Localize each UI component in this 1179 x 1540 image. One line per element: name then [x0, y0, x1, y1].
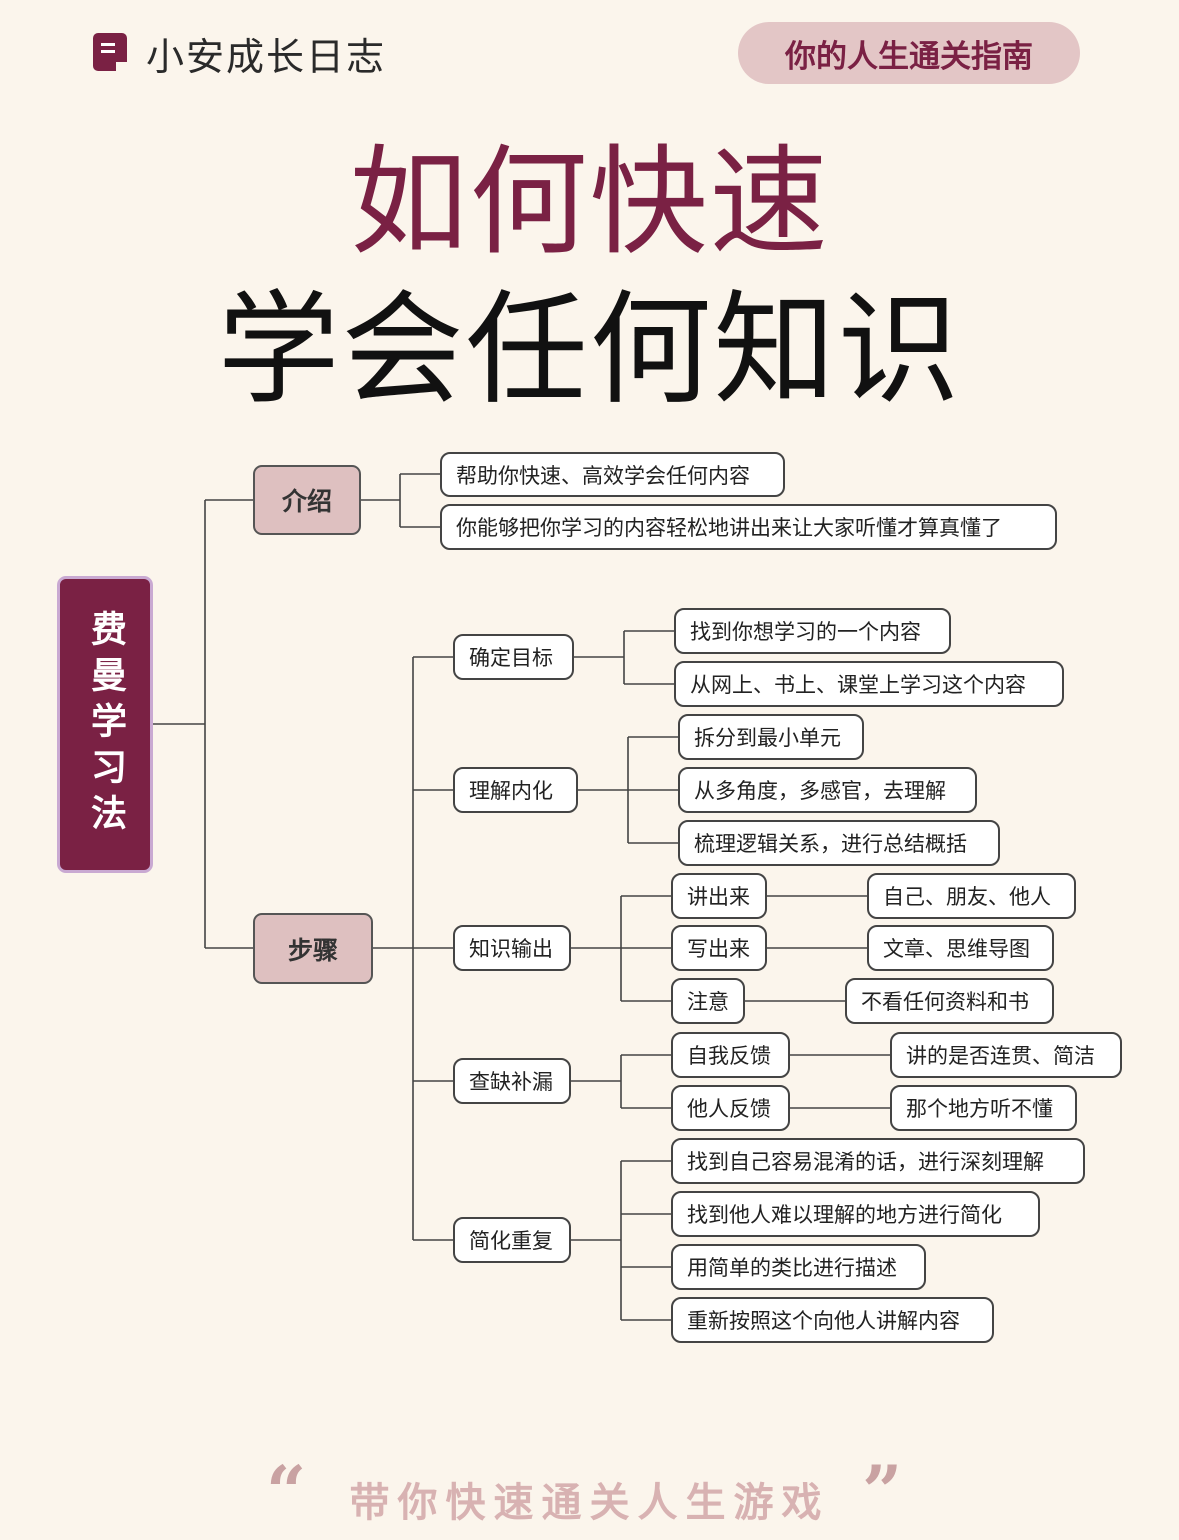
step-detail: 自己、朋友、他人 [867, 873, 1076, 919]
intro-item: 帮助你快速、高效学会任何内容 [440, 452, 785, 497]
step-item: 注意 [671, 978, 745, 1024]
node-intro: 介绍 [253, 465, 361, 535]
close-quote-icon: ” [862, 1450, 903, 1533]
step-detail: 讲的是否连贯、简洁 [890, 1032, 1122, 1078]
step-item: 拆分到最小单元 [678, 714, 864, 760]
brand-name: 小安成长日志 [146, 35, 387, 79]
step-detail: 不看任何资料和书 [845, 978, 1054, 1024]
title-line-1: 如何快速 [349, 133, 830, 271]
step-node-review: 查缺补漏 [453, 1058, 571, 1104]
step-detail: 那个地方听不懂 [890, 1085, 1077, 1131]
step-item: 用简单的类比进行描述 [671, 1244, 926, 1290]
step-item: 找到你想学习的一个内容 [674, 608, 951, 654]
step-node-simplify: 简化重复 [453, 1217, 571, 1263]
open-quote-icon: “ [266, 1450, 307, 1533]
step-item: 他人反馈 [671, 1085, 790, 1131]
intro-item: 你能够把你学习的内容轻松地讲出来让大家听懂才算真懂了 [440, 504, 1057, 550]
step-item: 重新按照这个向他人讲解内容 [671, 1297, 994, 1343]
node-steps: 步骤 [253, 913, 373, 984]
step-item: 找到自己容易混淆的话，进行深刻理解 [671, 1138, 1085, 1184]
step-node-understand: 理解内化 [453, 767, 578, 813]
step-item: 从网上、书上、课堂上学习这个内容 [674, 661, 1064, 707]
title-line-2: 学会任何知识 [217, 279, 962, 421]
step-item: 自我反馈 [671, 1032, 790, 1078]
mindmap-root: 费曼学习法 [57, 576, 153, 873]
step-item: 梳理逻辑关系，进行总结概括 [678, 820, 1000, 866]
step-item: 写出来 [671, 925, 767, 971]
step-item: 讲出来 [671, 873, 767, 919]
tagline-badge: 你的人生通关指南 [738, 22, 1080, 84]
notebook-icon [92, 32, 128, 72]
step-item: 从多角度，多感官，去理解 [678, 767, 977, 813]
step-node-goal: 确定目标 [453, 634, 574, 680]
step-item: 找到他人难以理解的地方进行简化 [671, 1191, 1040, 1237]
step-node-output: 知识输出 [453, 925, 571, 971]
footer-slogan: 带你快速通关人生游戏 [349, 1479, 830, 1526]
step-detail: 文章、思维导图 [867, 925, 1054, 971]
